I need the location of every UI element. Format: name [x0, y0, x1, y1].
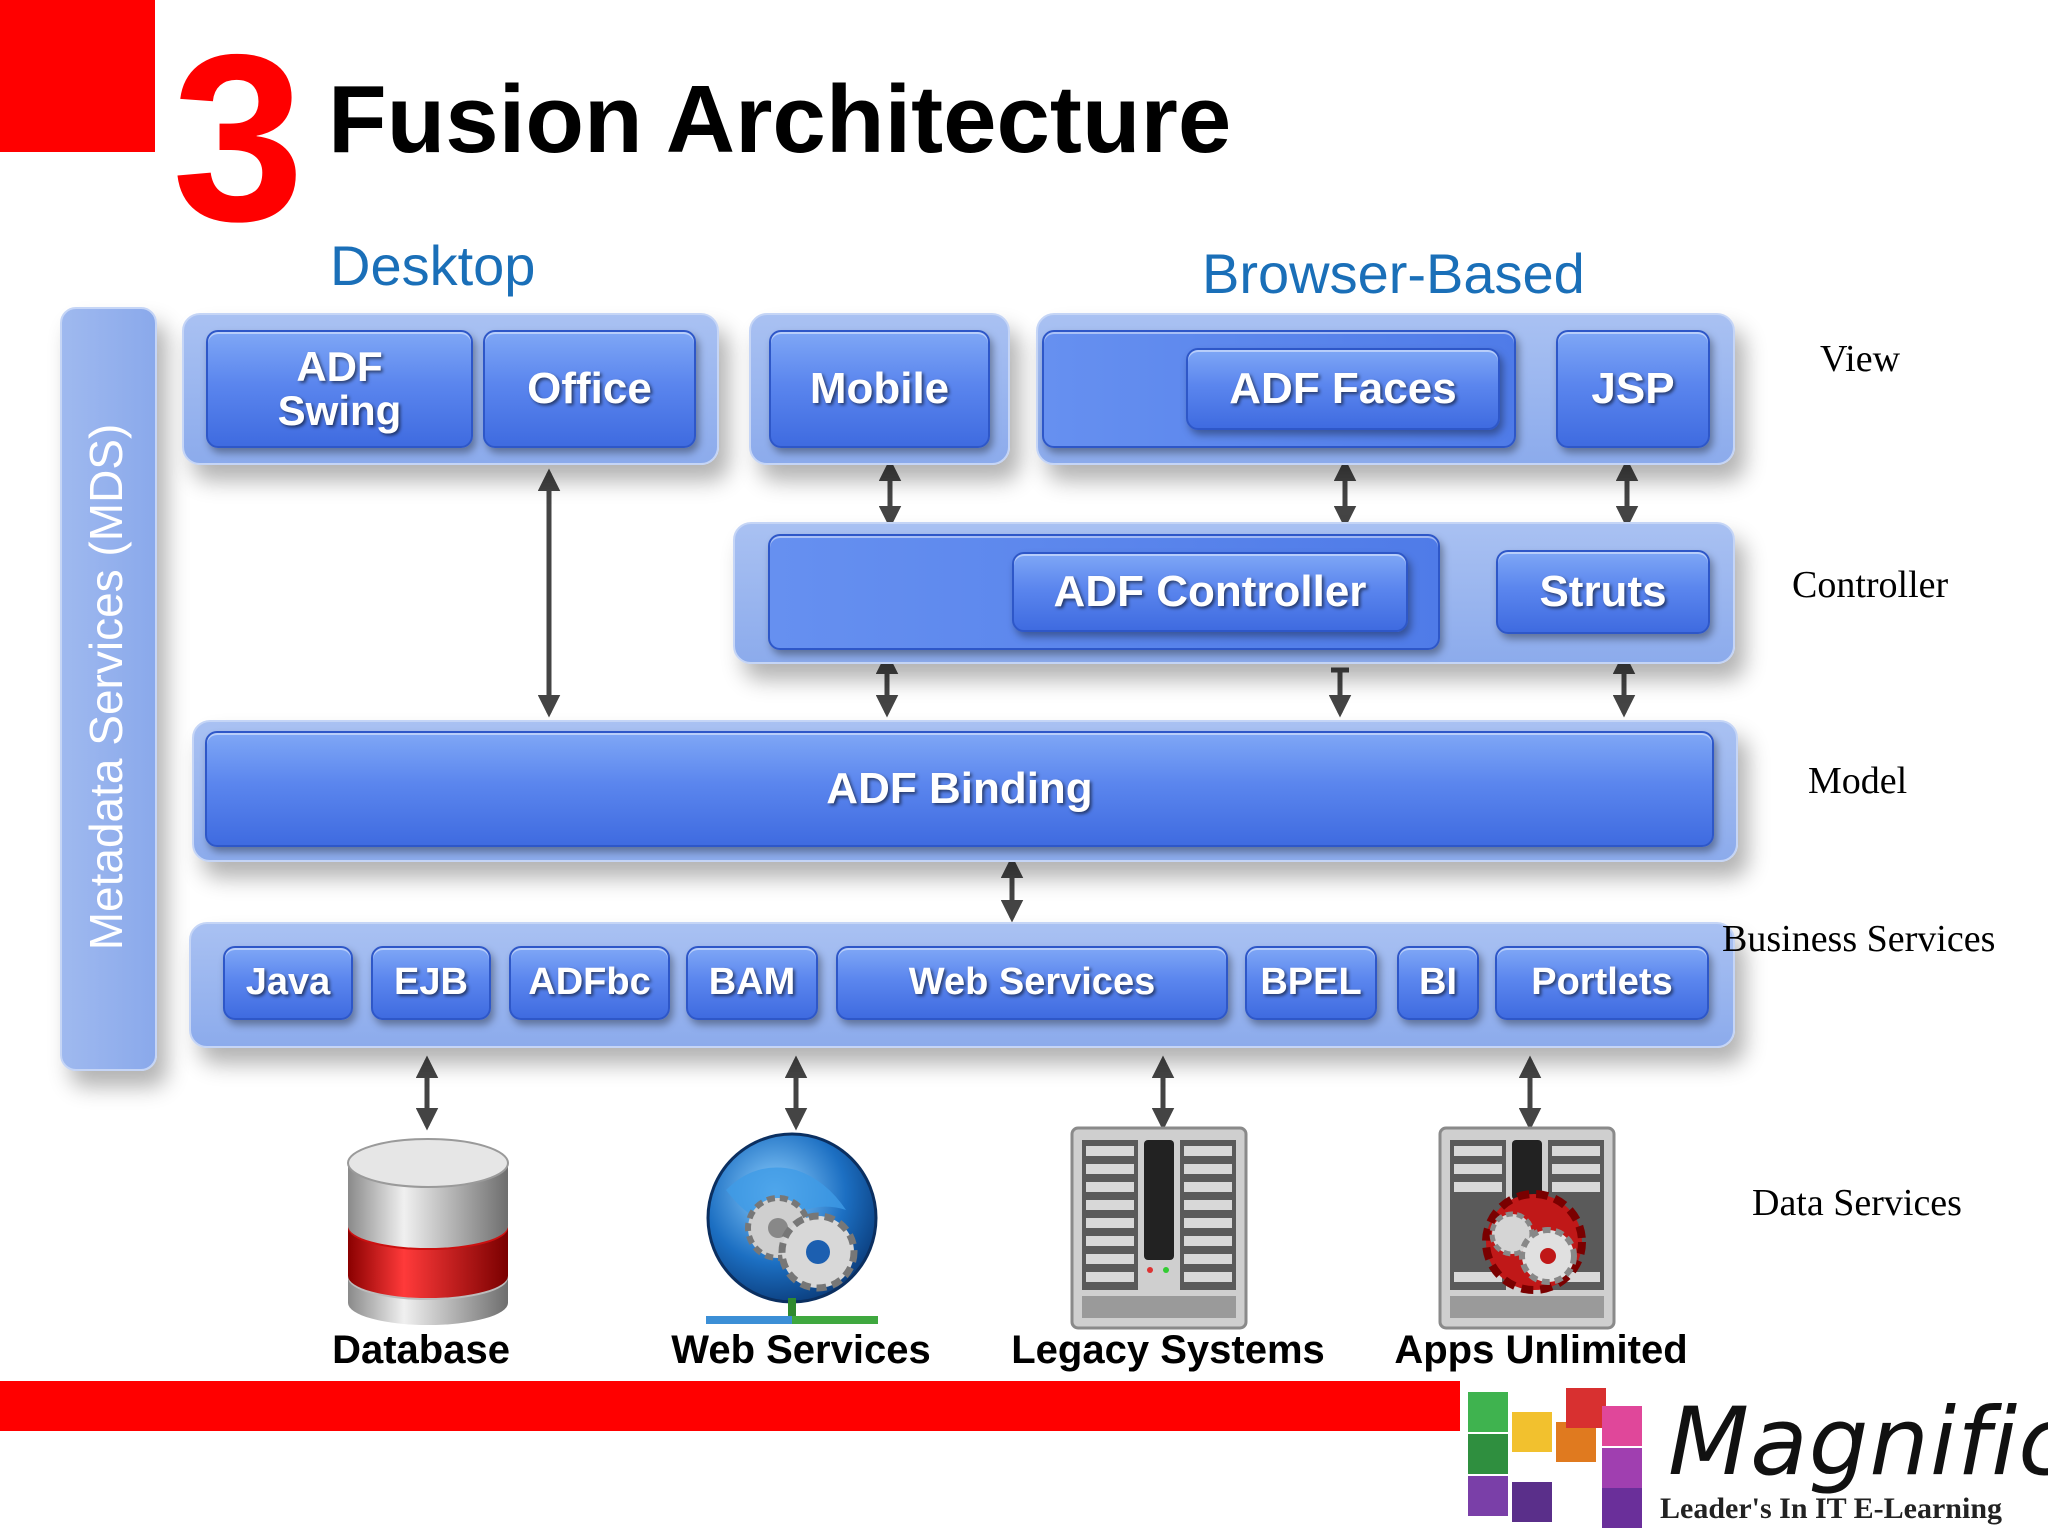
- data-source-database: Database: [332, 1328, 510, 1372]
- adf-binding-box[interactable]: ADF Binding: [205, 731, 1714, 847]
- data-source-apps-unlimited: Apps Unlimited: [1394, 1328, 1688, 1372]
- bi-box[interactable]: BI: [1397, 946, 1479, 1020]
- portlets-box[interactable]: Portlets: [1495, 946, 1709, 1020]
- bam-box[interactable]: BAM: [686, 946, 818, 1020]
- data-source-web-services: Web Services: [671, 1328, 931, 1372]
- globe-gears-icon: [706, 1132, 878, 1324]
- office-box[interactable]: Office: [483, 330, 696, 448]
- adf-swing-label-2: Swing: [277, 387, 402, 434]
- layer-label-controller: Controller: [1792, 564, 1949, 606]
- web-services-business-box[interactable]: Web Services: [836, 946, 1228, 1020]
- slide-title: Fusion Architecture: [328, 66, 1232, 173]
- red-corner-block: [0, 0, 155, 152]
- footer-red-bar: [0, 1381, 1460, 1431]
- slide-number: 3: [172, 6, 304, 271]
- layer-label-model: Model: [1808, 760, 1908, 802]
- data-source-legacy-systems: Legacy Systems: [1011, 1328, 1325, 1372]
- bpel-box[interactable]: BPEL: [1245, 946, 1377, 1020]
- group-label-desktop: Desktop: [330, 234, 536, 297]
- ejb-box[interactable]: EJB: [371, 946, 491, 1020]
- adf-controller-box[interactable]: ADF Controller: [1012, 552, 1408, 632]
- java-box[interactable]: Java: [223, 946, 353, 1020]
- adfbc-box[interactable]: ADFbc: [509, 946, 670, 1020]
- database-icon: [347, 1138, 509, 1325]
- brand-name: Magnific: [1668, 1388, 2048, 1497]
- apps-server-gears-icon: [1438, 1126, 1616, 1330]
- brand-tagline: Leader's In IT E-Learning: [1660, 1492, 2002, 1525]
- legacy-server-icon: [1070, 1126, 1248, 1330]
- mds-bar: [60, 307, 157, 1071]
- mobile-box[interactable]: Mobile: [769, 330, 990, 448]
- struts-box[interactable]: Struts: [1496, 550, 1710, 634]
- adf-faces-box[interactable]: ADF Faces: [1186, 348, 1500, 430]
- group-label-browser: Browser-Based: [1202, 242, 1585, 305]
- adf-swing-label-1: ADF: [296, 342, 383, 390]
- layer-label-view: View: [1820, 338, 1901, 380]
- jsp-box[interactable]: JSP: [1556, 330, 1710, 448]
- magnific-logo-cubes-icon: [1468, 1388, 1642, 1528]
- layer-label-data: Data Services: [1752, 1182, 1962, 1224]
- layer-label-business: Business Services: [1722, 918, 1996, 960]
